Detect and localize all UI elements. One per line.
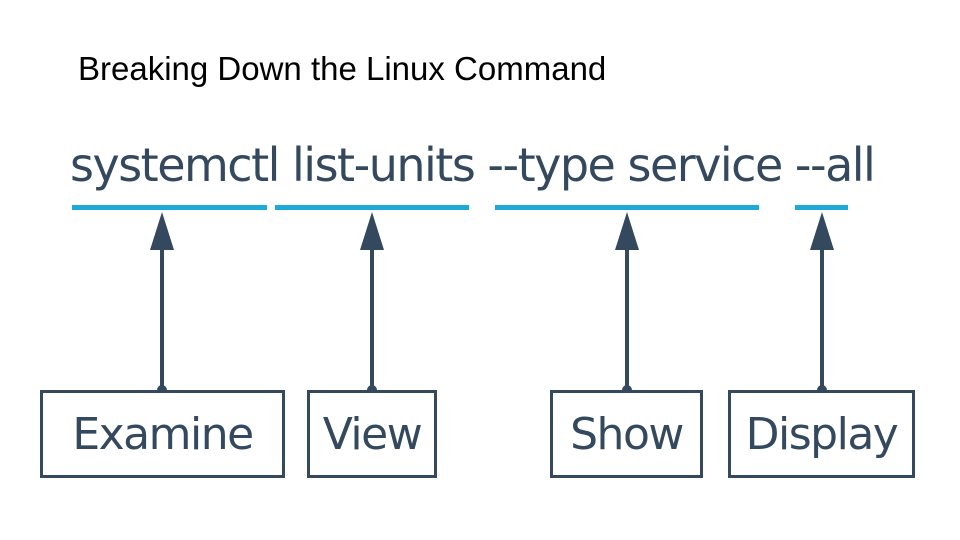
label-box-view: View <box>307 390 437 478</box>
label-show: Show <box>570 408 684 460</box>
arrowhead-view <box>360 212 384 250</box>
underline-type-service <box>495 205 759 210</box>
underline-all <box>795 205 848 210</box>
underline-systemctl <box>72 205 267 210</box>
label-display: Display <box>745 408 899 460</box>
label-box-examine: Examine <box>40 390 285 478</box>
label-box-show: Show <box>550 390 703 478</box>
label-examine: Examine <box>72 408 254 460</box>
arrowhead-examine <box>150 212 174 250</box>
slide-title: Breaking Down the Linux Command <box>78 50 607 87</box>
label-box-display: Display <box>728 390 915 478</box>
underline-list-units <box>275 205 469 210</box>
label-view: View <box>322 408 423 460</box>
arrowhead-show <box>615 212 639 250</box>
command-text: systemctl list-units --type service --al… <box>70 138 876 192</box>
arrowhead-display <box>810 212 834 250</box>
